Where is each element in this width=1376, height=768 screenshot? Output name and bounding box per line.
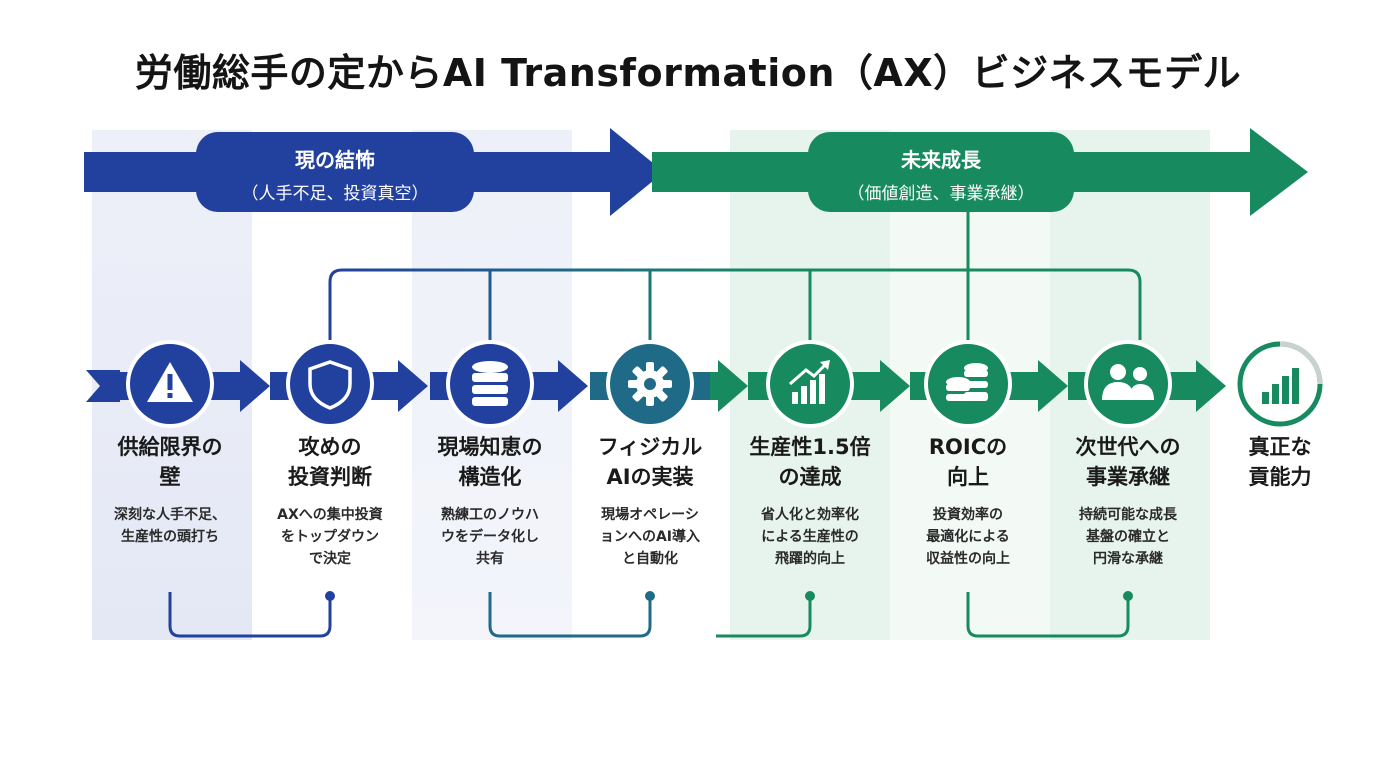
step-description: 深刻な人手不足、 生産性の頭打ち [95,504,245,548]
step-desc-line: による生産性の [761,529,859,545]
database-icon [472,361,508,406]
bracket-dots [325,591,1133,601]
step-title: 真正な [1248,435,1312,459]
step-desc-line: 収益性の向上 [926,551,1010,567]
step-desc-line: AXへの集中投資 [277,507,383,523]
step-description: 現場オペレーシ ョンへのAI導入 と自動化 [575,504,725,570]
step-title: フィジカル [597,435,703,459]
step-desc-line: ョンへのAI導入 [599,529,701,545]
step-title: の達成 [778,465,842,489]
growth-chart-icon [789,360,830,404]
step-desc-line: 円滑な承継 [1093,551,1163,567]
step-3: 現場知恵の 構造化 熟練工のノウハ ウをデータ化し 共有 [415,432,565,570]
step-title: 生産性1.5倍 [749,435,871,459]
step-desc-line: 飛躍的向上 [775,551,845,567]
page-title: 労働総手の定からAI Transformation（AX）ビジネスモデル [134,51,1242,95]
step-7: 次世代への 事業承継 持続可能な成長 基盤の確立と 円滑な承継 [1053,432,1203,570]
step-description: 省人化と効率化 による生産性の 飛躍的向上 [735,504,885,570]
tree-connector [328,212,1142,340]
current-phase-label: 現の結怖 [295,148,375,172]
step-description: AXへの集中投資 をトップダウン で決定 [255,504,405,570]
step-4: フィジカル AIの実装 現場オペレーシ ョンへのAI導入 と自動化 [575,432,725,570]
step-desc-line: で決定 [309,551,351,567]
bottom-brackets [168,592,1130,638]
step-desc-line: 共有 [476,551,504,567]
step-6: ROICの 向上 投資効率の 最適化による 収益性の向上 [893,432,1043,570]
future-phase-label: 未来成長 [901,148,981,172]
step-desc-line: 省人化と効率化 [761,507,859,523]
step-title: 事業承継 [1086,465,1170,489]
shield-icon [308,360,352,410]
step-title: 壁 [159,465,181,489]
step-title: 貢能力 [1248,465,1312,489]
warning-icon [147,362,193,402]
step-title: 構造化 [458,465,522,489]
step-title: 次世代への [1075,435,1181,459]
step-desc-line: と自動化 [622,551,678,567]
bar-chart-icon [1262,368,1299,404]
step-description: 持続可能な成長 基盤の確立と 円滑な承継 [1053,504,1203,570]
step-1: 供給限界の 壁 深刻な人手不足、 生産性の頭打ち [95,432,245,548]
step-description: 熟練工のノウハ ウをデータ化し 共有 [415,504,565,570]
step-desc-line: 持続可能な成長 [1079,507,1177,523]
step-title: 現場知恵の [437,435,543,459]
step-title: 向上 [947,465,989,489]
people-icon [1102,364,1154,400]
step-desc-line: をトップダウン [281,529,379,545]
step-desc-line: 投資効率の [933,507,1003,523]
step-5: 生産性1.5倍 の達成 省人化と効率化 による生産性の 飛躍的向上 [735,432,885,570]
step-title: ROICの [928,435,1008,459]
current-phase-box: 現の結怖 （人手不足、投資真空） [196,132,474,212]
future-phase-box: 未来成長 （価値創造、事業承継） [808,132,1074,212]
step-desc-line: 熟練工のノウハ [441,507,539,523]
step-desc-line: 深刻な人手不足、 [114,507,226,523]
step-2: 攻めの 投資判断 AXへの集中投資 をトップダウン で決定 [255,432,405,570]
future-phase-sub: （価値創造、事業承継） [847,184,1035,204]
step-desc-line: 現場オペレーシ [601,507,699,523]
step-desc-line: 基盤の確立と [1086,529,1170,545]
step-title: 攻めの [298,435,362,459]
current-phase-sub: （人手不足、投資真空） [241,184,429,204]
step-title: AIの実装 [606,465,694,489]
step-desc-line: ウをデータ化し [441,529,539,545]
step-desc-line: 生産性の頭打ち [121,529,219,545]
step-title: 投資判断 [288,465,372,489]
gear-icon [628,362,672,406]
coins-icon [946,363,988,401]
step-title: 供給限界の [117,435,223,459]
step-8: 真正な 貢能力 [1205,432,1355,492]
step-description: 投資効率の 最適化による 収益性の向上 [893,504,1043,570]
step-desc-line: 最適化による [926,529,1010,545]
